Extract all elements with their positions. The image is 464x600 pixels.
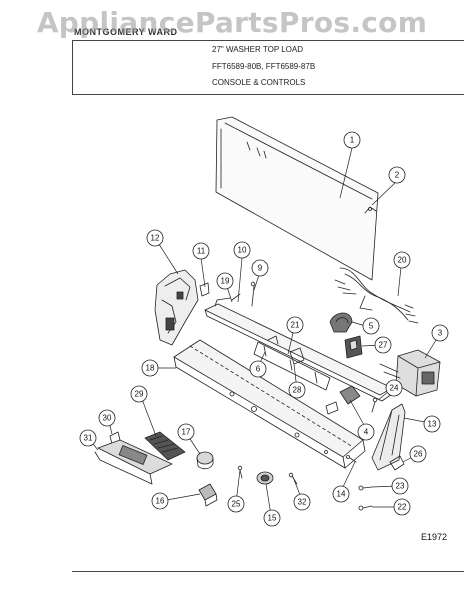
svg-text:21: 21	[291, 321, 300, 330]
svg-text:10: 10	[238, 246, 247, 255]
callout-26: 26	[409, 445, 427, 463]
switch-housing-part	[344, 335, 363, 359]
svg-text:22: 22	[398, 503, 407, 512]
svg-text:1: 1	[350, 136, 355, 145]
svg-text:27: 27	[379, 341, 388, 350]
svg-text:11: 11	[197, 247, 206, 256]
diagram-code: E1972	[421, 532, 448, 542]
selector-switch-part	[325, 385, 361, 415]
svg-text:24: 24	[390, 384, 399, 393]
lid-switch-part	[329, 312, 353, 333]
console-screw-part	[250, 281, 256, 307]
svg-text:6: 6	[256, 365, 261, 374]
footer-rule	[72, 571, 464, 572]
svg-text:13: 13	[428, 420, 437, 429]
left-end-cap-part	[154, 269, 199, 346]
svg-text:14: 14	[337, 490, 346, 499]
svg-text:30: 30	[103, 414, 112, 423]
console-bottom-screw-part	[346, 455, 357, 463]
callout-14: 14	[332, 485, 350, 503]
callout-bubbles: 1 2 3 4 5 6 9 10 11 12 13 14 15 16 17 18…	[79, 131, 449, 527]
callout-24: 24	[385, 379, 403, 397]
svg-text:17: 17	[182, 428, 191, 437]
svg-text:16: 16	[156, 497, 165, 506]
model-numbers: FFT6589-80B, FFT6589-87B	[212, 62, 316, 71]
callout-9: 9	[251, 259, 269, 277]
panel-clip-part	[364, 206, 377, 214]
svg-text:23: 23	[396, 482, 405, 491]
section-title: CONSOLE & CONTROLS	[212, 78, 306, 87]
watermark: AppliancePartsPros.com	[36, 6, 428, 39]
end-cap-screw-part	[358, 485, 373, 491]
callout-16: 16	[151, 492, 169, 510]
callout-2: 2	[388, 166, 406, 184]
svg-text:12: 12	[151, 234, 160, 243]
knob-screw-part	[237, 465, 243, 479]
callout-10: 10	[233, 241, 251, 259]
right-clip-part	[389, 455, 405, 471]
brand-name: MONTGOMERY WARD	[74, 27, 178, 37]
callout-13: 13	[423, 415, 441, 433]
svg-text:29: 29	[135, 390, 144, 399]
svg-text:5: 5	[369, 322, 374, 331]
front-console-panel-part	[173, 339, 366, 469]
product-title: 27" WASHER TOP LOAD	[212, 45, 304, 54]
svg-text:20: 20	[398, 256, 407, 265]
dial-screw-part	[288, 472, 298, 485]
timer-knob-part	[198, 483, 218, 507]
svg-text:28: 28	[293, 386, 302, 395]
callout-17: 17	[177, 423, 195, 441]
callout-3: 3	[431, 324, 449, 342]
callout-22: 22	[393, 498, 411, 516]
svg-text:18: 18	[146, 364, 155, 373]
callout-20: 20	[393, 251, 411, 269]
header-rule-left	[72, 40, 73, 94]
timer-screw-part	[371, 397, 378, 413]
svg-text:3: 3	[438, 329, 443, 338]
control-knob-part	[196, 451, 214, 470]
callout-29: 29	[130, 385, 148, 403]
svg-text:19: 19	[221, 277, 230, 286]
svg-text:4: 4	[364, 428, 369, 437]
timer-part	[379, 349, 441, 397]
callout-21: 21	[286, 316, 304, 334]
callout-27: 27	[374, 336, 392, 354]
callout-12: 12	[146, 229, 164, 247]
callout-1: 1	[343, 131, 361, 149]
end-cap-screw-lower-part	[358, 505, 373, 511]
callout-32: 32	[293, 493, 311, 511]
callout-30: 30	[98, 409, 116, 427]
callout-31: 31	[79, 429, 97, 447]
callout-11: 11	[192, 242, 210, 260]
svg-text:2: 2	[395, 171, 400, 180]
back-panel-part	[215, 116, 379, 281]
wiring-harness-part	[334, 267, 419, 324]
callout-28: 28	[288, 381, 306, 399]
callout-19: 19	[216, 272, 234, 290]
console-top-channel-part	[204, 293, 393, 402]
callout-18: 18	[141, 359, 159, 377]
svg-text:26: 26	[414, 450, 423, 459]
right-end-cap-part	[371, 403, 406, 471]
callout-4: 4	[357, 423, 375, 441]
svg-text:32: 32	[298, 498, 307, 507]
svg-text:9: 9	[258, 264, 263, 273]
svg-text:25: 25	[232, 500, 241, 509]
header-rule-top	[72, 40, 464, 41]
svg-text:31: 31	[84, 434, 93, 443]
console-bracket-part	[253, 341, 331, 391]
timer-dial-part	[256, 471, 274, 485]
callout-25: 25	[227, 495, 245, 513]
callout-15: 15	[263, 509, 281, 527]
control-bracket-part	[267, 335, 305, 365]
display-panel-part	[94, 439, 173, 485]
left-clip-part	[199, 282, 210, 297]
header-rule-bottom	[72, 94, 464, 95]
callout-23: 23	[391, 477, 409, 495]
callout-6: 6	[249, 360, 267, 378]
svg-text:15: 15	[268, 514, 277, 523]
callout-5: 5	[362, 317, 380, 335]
